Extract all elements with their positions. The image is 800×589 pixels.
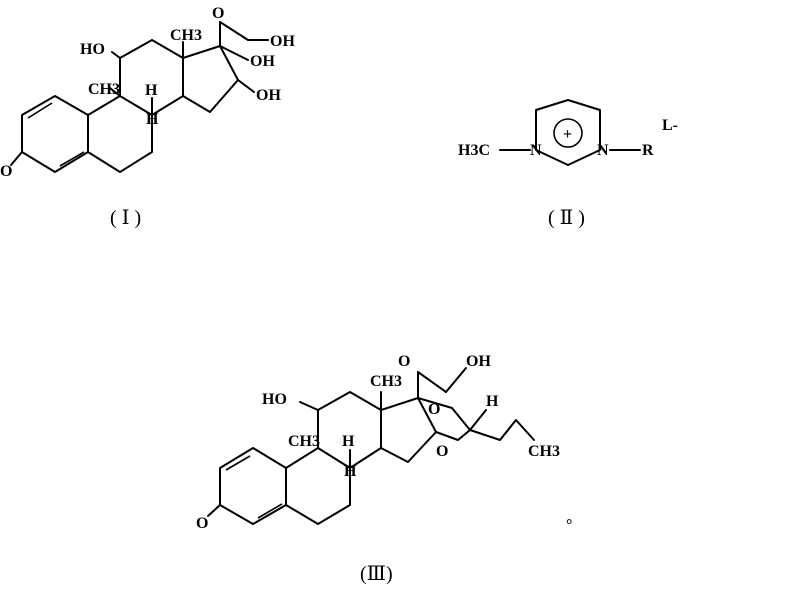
ho-bond-1 (111, 51, 121, 59)
label-ch3-4: CH3 (528, 443, 560, 460)
label-oh-4: OH (466, 353, 491, 370)
oh-bond-2 (237, 79, 255, 93)
ring-d-1 (182, 45, 239, 113)
label-o-4: O (428, 401, 440, 418)
label-counterion: L- (662, 117, 678, 134)
label-h-4: H (342, 433, 355, 450)
label-n-2: N (597, 142, 609, 159)
label-o-5: O (436, 443, 448, 460)
label-h-1: H (145, 82, 158, 99)
double-bond-4 (257, 503, 283, 519)
label-ch3-1: CH3 (170, 27, 202, 44)
caption-structure-2: ( Ⅱ ) (548, 207, 585, 229)
ring-a-3 (219, 447, 287, 525)
label-o-6: O (196, 515, 208, 532)
label-oh-3: OH (256, 87, 281, 104)
double-bond-1 (27, 102, 53, 119)
structure-1: HO O OH CH3 OH OH CH3 H H O ( Ⅰ ) (0, 5, 295, 229)
ho-bond-3 (299, 401, 319, 411)
double-bond-2 (59, 151, 85, 167)
degree-mark: ° (566, 517, 572, 534)
side-chain-bond-5 (417, 371, 447, 393)
ring-c-1 (119, 39, 184, 116)
structure-2: H3C N N R L- + ( Ⅱ ) (458, 99, 678, 229)
label-ho: HO (80, 41, 105, 58)
carbonyl-bond-3 (207, 504, 221, 517)
label-ch3-5: CH3 (288, 433, 320, 450)
ring-b-1 (87, 95, 153, 173)
oh-bond-1 (219, 45, 249, 61)
side-chain-bond-2 (219, 21, 249, 41)
label-ho-3: HO (262, 391, 287, 408)
ring-c-3 (317, 391, 382, 469)
ch3-bond-1 (109, 87, 121, 97)
plus-circle (553, 118, 583, 148)
side-chain-bond-6 (445, 367, 467, 393)
label-oh-1: OH (270, 33, 295, 50)
label-h-5: H (344, 463, 357, 480)
label-r: R (642, 142, 654, 159)
label-h-2: H (146, 111, 159, 128)
label-h3c: H3C (458, 142, 490, 159)
label-plus: + (563, 126, 572, 143)
label-ch3-3: CH3 (370, 373, 402, 390)
label-o-3: O (398, 353, 410, 370)
caption-structure-3: (Ⅲ) (360, 563, 393, 584)
imidazolium-ring (535, 99, 601, 166)
ring-b-3 (285, 447, 351, 525)
label-oh-2: OH (250, 53, 275, 70)
double-bond-3 (225, 455, 251, 471)
label-h-3: H (486, 393, 499, 410)
h-bond-3 (469, 409, 487, 431)
ring-a-1 (21, 95, 89, 173)
structure-3: O OH HO CH3 O H CH3 H O CH3 H O (Ⅲ) (196, 353, 560, 585)
caption-structure-1: ( Ⅰ ) (110, 207, 141, 229)
carbonyl-bond-1 (10, 151, 23, 166)
propyl-chain (469, 419, 535, 441)
label-n-1: N (530, 142, 542, 159)
acetal-ring (417, 397, 471, 441)
label-o: O (212, 5, 224, 22)
label-o-2: O (0, 163, 12, 180)
label-ch3-2: CH3 (88, 81, 120, 98)
